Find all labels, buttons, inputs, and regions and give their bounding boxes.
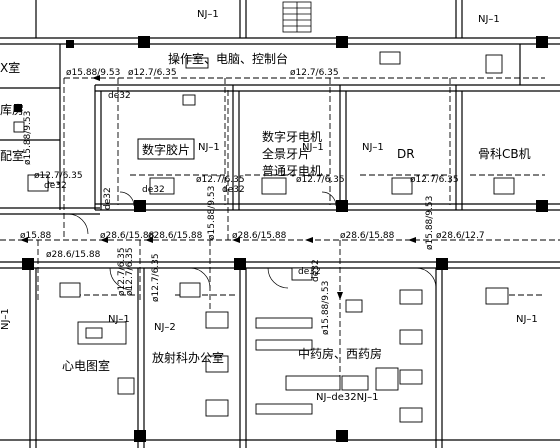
digital-film-box xyxy=(137,138,195,160)
pipe-label-11: de32 xyxy=(44,181,67,191)
tag-nj1-d: NJ–1 xyxy=(302,142,324,153)
pipe-label-v6: ø12.7/6.35 xyxy=(151,253,161,302)
pipe-label-v2: ø15.88/9.53 xyxy=(207,186,217,240)
pipe-label-6: ø12.7/6.35 xyxy=(410,175,459,185)
tag-nj1-g: NJ–1 xyxy=(516,314,538,325)
room-ecg: 心电图室 xyxy=(62,358,110,373)
pipes xyxy=(0,77,560,380)
room-pano-3: 普通牙电机 xyxy=(262,164,322,178)
stair xyxy=(282,1,312,33)
room-pharmacy: 中药房、西药房 xyxy=(298,346,382,361)
room-digital-film: 数字胶片 xyxy=(142,142,190,157)
pipe-label-v8: de32 xyxy=(103,187,113,210)
pipe-label-7: ø12.7/6.35 xyxy=(34,171,83,181)
pipe-label-15: ø28.6/15.88 xyxy=(148,231,203,241)
pipe-label-v4: ø15.88/9.53 xyxy=(321,281,331,335)
room-radiology-office: 放射科办公室 xyxy=(152,350,224,365)
pipe-label-14: ø28.6/15.88 xyxy=(100,231,155,241)
pipe-label-5: ø12.7/6.35 xyxy=(296,175,345,185)
equipment xyxy=(13,51,515,423)
tag-nj1-f: NJ–1 xyxy=(108,314,130,325)
pipe-label-16: ø28.6/15.88 xyxy=(232,231,287,241)
tag-nj1-e: NJ–1 xyxy=(362,142,384,153)
room-pano-2: 全景牙片 xyxy=(262,146,310,161)
room-left-1: X室 xyxy=(0,60,20,75)
tag-nj1-c: NJ–1 xyxy=(198,142,220,153)
room-bone-cb: 骨科CB机 xyxy=(478,147,531,161)
pipe-label-1: ø15.88/9.53 xyxy=(66,68,120,78)
pipe-label-9: de32 xyxy=(142,185,165,195)
doors xyxy=(67,191,437,291)
pipe-label-2: ø12.7/6.35 xyxy=(128,68,177,78)
room-dr: DR xyxy=(397,147,415,161)
tag-nj1-h: NJ–1 xyxy=(0,308,11,330)
room-left-2: 库房 xyxy=(0,102,24,117)
room-pano-1: 数字牙电机 xyxy=(262,129,322,144)
flow-arrows xyxy=(20,75,416,300)
pipe-label-19: de32 xyxy=(298,267,321,277)
pipe-label-v9: de32 xyxy=(311,259,321,282)
room-control: 操作室、电脑、控制台 xyxy=(168,51,288,66)
pipe-label-17: ø28.6/15.88 xyxy=(340,231,395,241)
tag-nj1-a: NJ–1 xyxy=(197,9,219,20)
pipe-label-4: ø12.7/6.35 xyxy=(196,175,245,185)
columns xyxy=(14,36,548,442)
pipe-label-12: ø15.88 xyxy=(20,231,52,241)
pipe-label-v3: ø15.88/9.53 xyxy=(425,196,435,250)
pipe-label-v5: ø12.7/6.35 xyxy=(125,247,135,296)
tag-nj-combo: NJ–de32NJ–1 xyxy=(316,392,378,403)
pipe-label-10: de32 xyxy=(222,185,245,195)
pipe-label-18: ø28.6/12.7 xyxy=(436,231,485,241)
pipe-label-3: ø12.7/6.35 xyxy=(290,68,339,78)
pipe-label-13: ø28.6/15.88 xyxy=(46,250,101,260)
pipe-label-8: de32 xyxy=(108,91,131,101)
tag-nj2: NJ–2 xyxy=(154,322,176,333)
room-left-3: 配室 xyxy=(0,148,24,163)
pipe-label-v7: ø12.7/6.35 xyxy=(117,247,127,296)
tag-nj1-b: NJ–1 xyxy=(478,14,500,25)
pipe-label-v1: ø15.88/9.53 xyxy=(23,111,33,165)
